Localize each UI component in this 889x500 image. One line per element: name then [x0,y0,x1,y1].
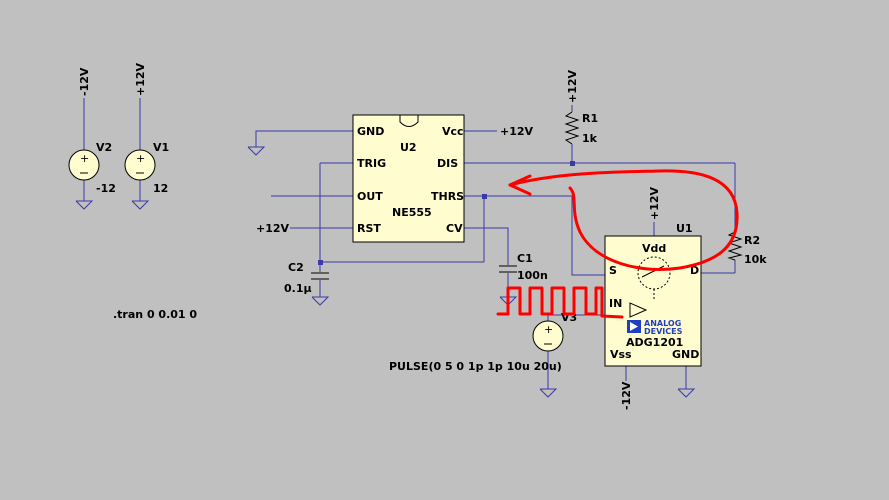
ground-icon [677,388,696,398]
adg1201-body [604,235,702,367]
v2-rail-label: -12V [78,67,91,96]
resistor-r1[interactable]: R1 1k [564,111,598,145]
r1-value: 1k [582,132,598,145]
v1-rail-label: +12V [134,62,147,96]
voltage-source-icon [124,149,156,181]
resistor-icon [564,111,580,145]
source-v3[interactable]: + V3 PULSE(0 5 0 1p 1p 10u 20u) [389,311,577,373]
grounds [75,146,696,398]
ne555-part: NE555 [392,206,432,219]
pin-trig-label: TRIG [357,157,386,170]
adg1201-part: ADG1201 [626,336,683,349]
pin-s-label: S [609,264,617,277]
r1-rail-label: +12V [566,69,579,103]
pin-out-label: OUT [357,190,383,203]
pin-cv-label: CV [446,222,463,235]
v3-value: PULSE(0 5 0 1p 1p 10u 20u) [389,360,562,373]
pin-gnd-label: GND [357,125,384,138]
v1-value: 12 [153,182,168,195]
pin-in-label: IN [609,297,622,310]
annotation-square-wave [496,286,624,319]
voltage-source-icon [68,149,100,181]
pin-d-label: D [690,264,699,277]
v2-name: V2 [96,141,112,154]
ground-icon [311,296,330,306]
switch-arm-icon [641,265,665,278]
junctions [318,161,575,265]
pin-vcc-label: Vcc [442,125,464,138]
annotation-loop [508,169,739,271]
pin-thrs-label: THRS [431,190,464,203]
buffer-icon [629,302,648,318]
pin-vss-label: Vss [610,348,632,361]
ne555-notch [399,115,419,127]
source-v2[interactable]: + V2 -12 -12V [68,67,116,195]
resistor-r2[interactable]: R2 10k [727,231,767,266]
ground-icon [131,200,150,210]
c2-ref: C2 [288,261,304,274]
c2-value: 0.1µ [284,282,312,295]
r2-ref: R2 [744,234,760,247]
annotation-arrowhead-icon [508,174,532,196]
v2-value: -12 [96,182,116,195]
pin-gnd-label: GND [672,348,699,361]
ne555-ref: U2 [400,141,417,154]
v1-name: V1 [153,141,169,154]
pin-dis-label: DIS [437,157,458,170]
rst-rail-label: +12V [256,222,290,235]
voltage-source-icon [532,320,564,352]
wire-u2-gnd[interactable] [255,130,353,147]
source-v1[interactable]: + V1 12 +12V [124,62,169,195]
capacitor-c1[interactable]: C1 100n [499,252,548,282]
junction-dot [482,194,487,199]
r1-ref: R1 [582,112,598,125]
adg1201-chip[interactable]: Vdd S D IN Vss GND U1 ADG1201 ANALOG DEV… [604,222,702,367]
vcc-rail-label: +12V [500,125,534,138]
c1-value: 100n [517,269,548,282]
junction-dot [318,260,323,265]
ground-icon [75,200,94,210]
plus-sign: + [80,152,89,165]
adi-logo-triangle [630,322,638,331]
c1-ref: C1 [517,252,533,265]
ne555-body [352,114,465,243]
plus-sign: + [544,323,553,336]
analog-devices-logo: ANALOG DEVICES [627,319,683,336]
ground-icon [539,388,558,398]
annotations [496,169,739,319]
r2-value: 10k [744,253,767,266]
capacitor-c2[interactable]: C2 0.1µ [284,261,329,295]
wire-thrs-to-s[interactable] [571,196,609,276]
junction-dot [570,161,575,166]
plus-sign: + [136,152,145,165]
adi-logo-line2: DEVICES [644,327,683,336]
adi-logo-line1: ANALOG [644,319,681,328]
ne555-chip[interactable]: GND Vcc TRIG DIS OUT THRS RST CV U2 NE55… [352,114,465,243]
u1-vss-rail-label: -12V [620,381,633,410]
pin-vdd-label: Vdd [642,242,666,255]
ground-icon [247,146,266,156]
pin-rst-label: RST [357,222,381,235]
adg1201-ref: U1 [676,222,693,235]
spice-directive[interactable]: .tran 0 0.01 0 [113,308,197,321]
wire-u2-cv[interactable] [464,227,509,265]
u1-vdd-rail-label: +12V [648,186,661,220]
